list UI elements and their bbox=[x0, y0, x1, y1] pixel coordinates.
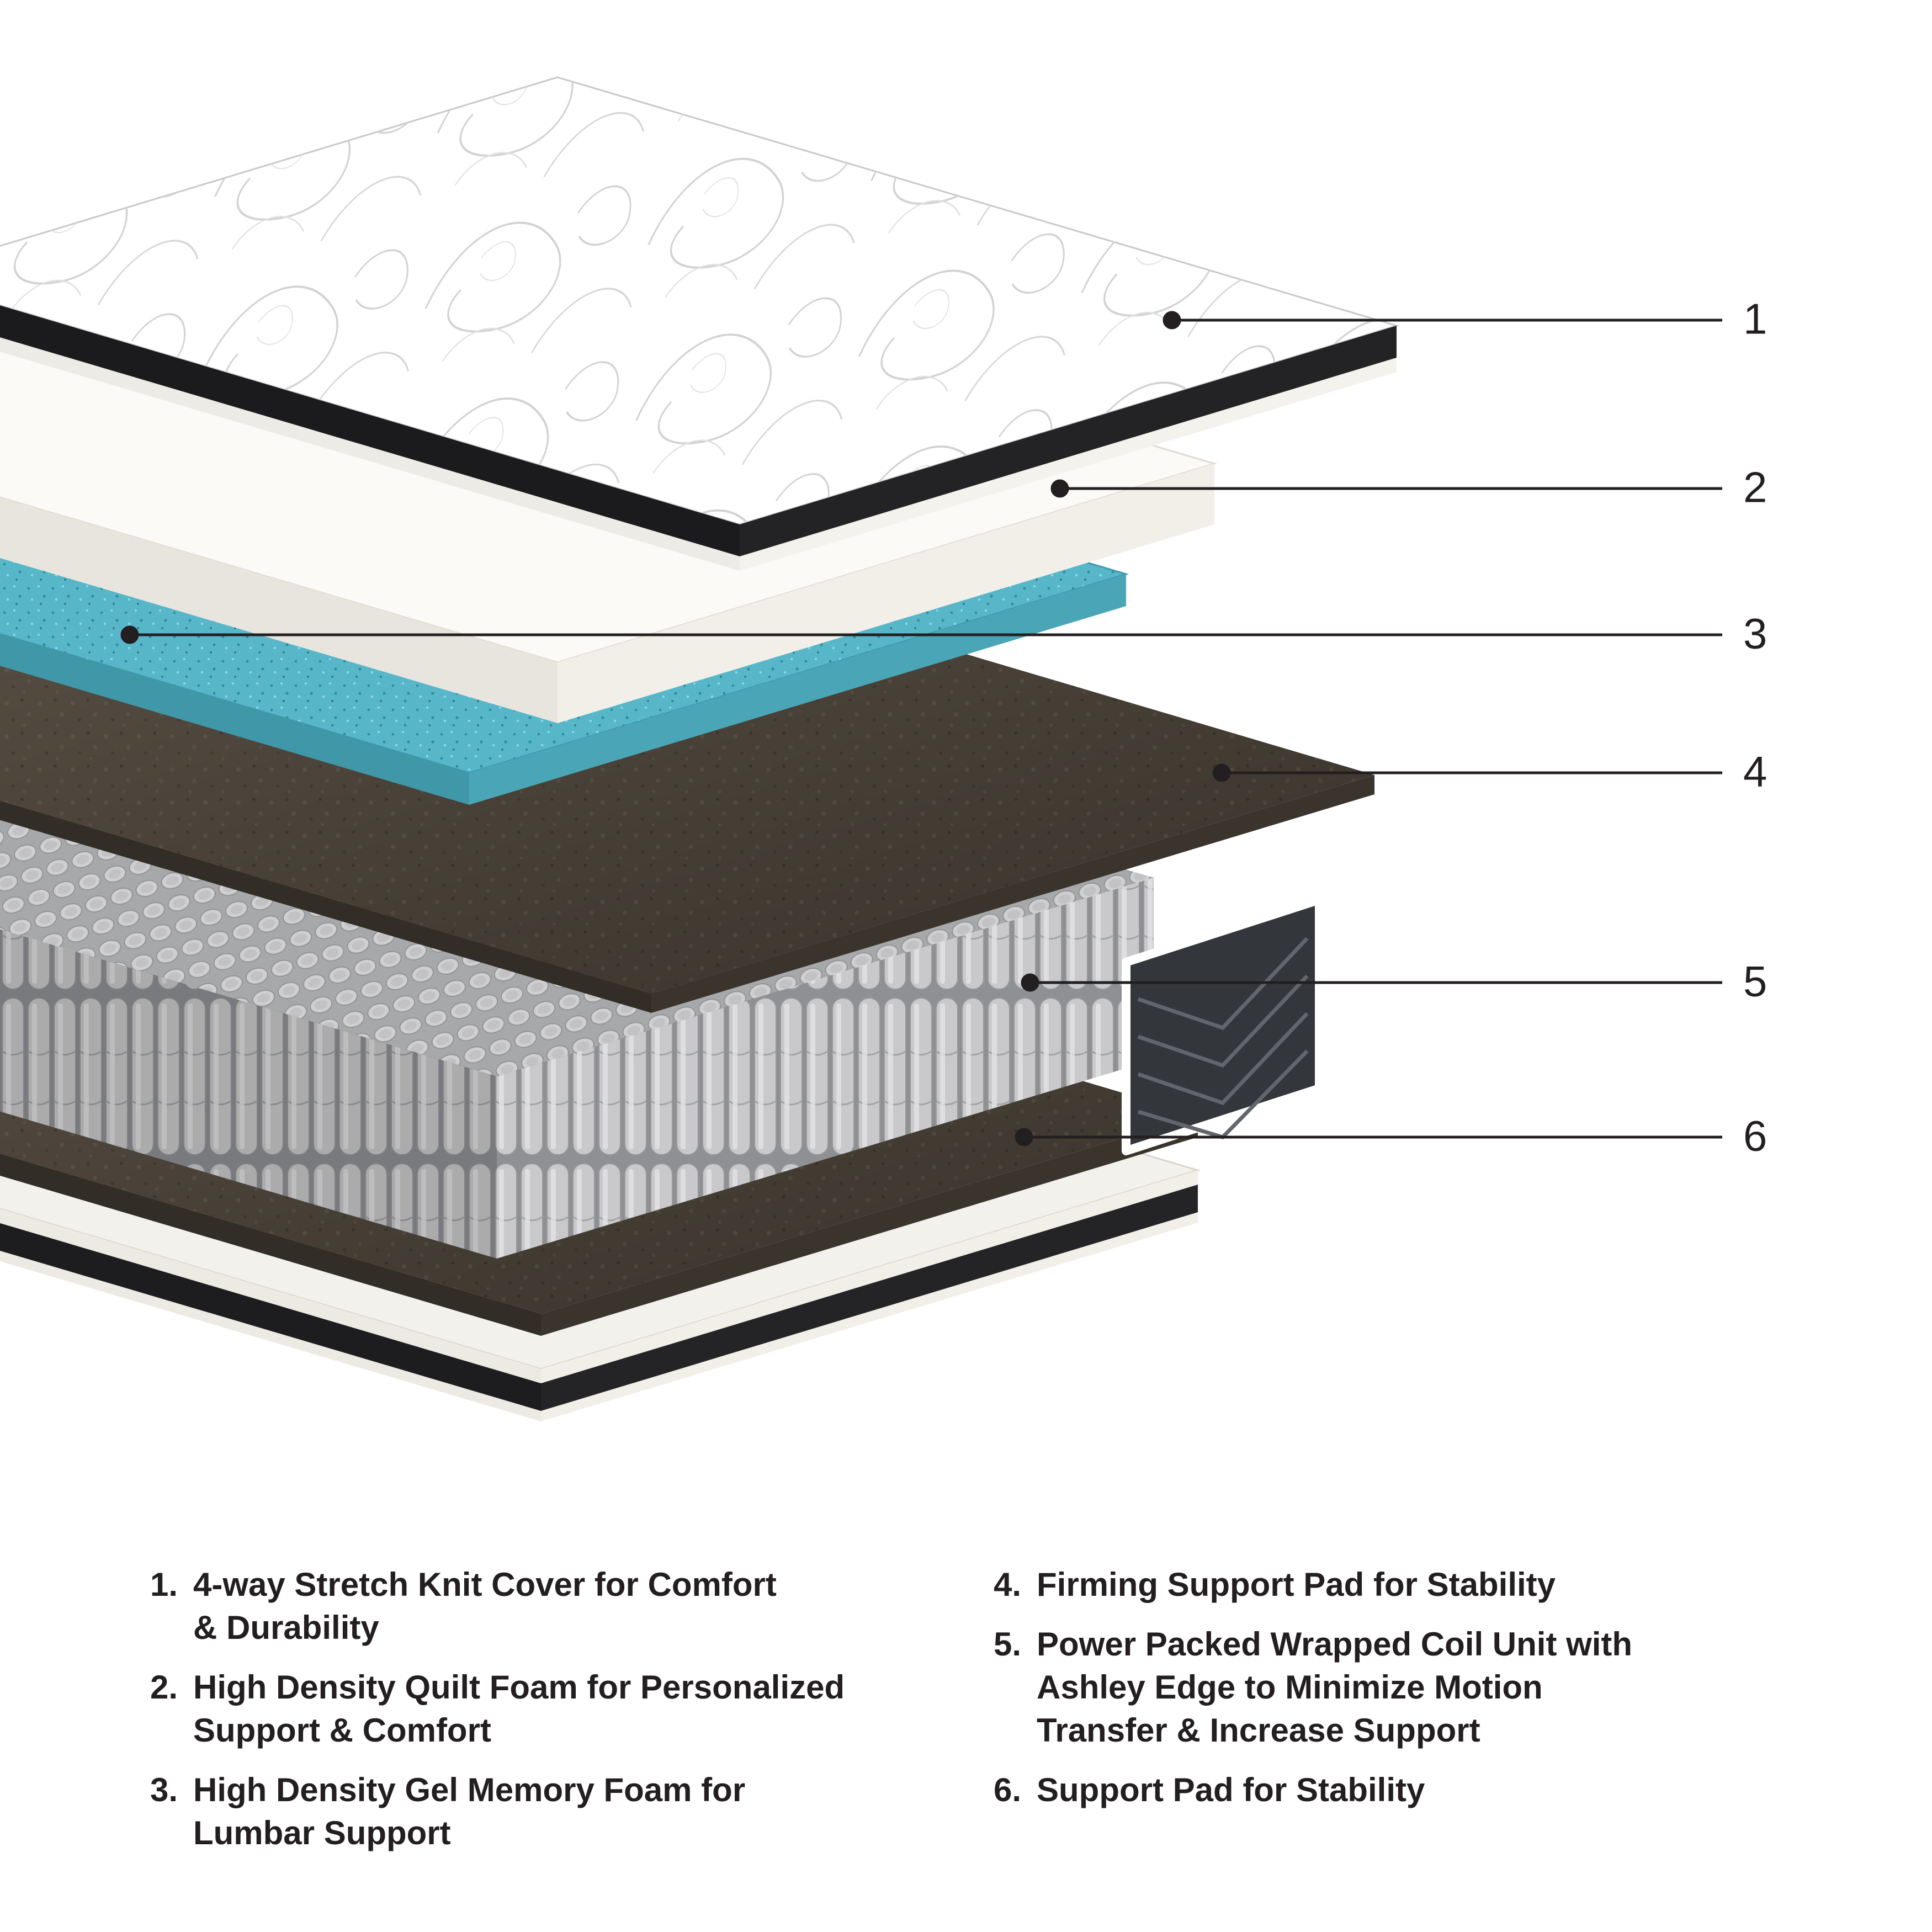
legend-item-text: Support Pad for Stability bbox=[1037, 1771, 1425, 1808]
layer-1-stretch-knit-cover bbox=[0, 76, 1400, 571]
legend-item-number: 1. bbox=[150, 1566, 178, 1603]
legend-item-text: Firming Support Pad for Stability bbox=[1037, 1566, 1556, 1603]
callout-number-6: 6 bbox=[1743, 1111, 1769, 1160]
legend-item-5: 5. Power Packed Wrapped Coil Unit with A… bbox=[994, 1623, 1866, 1752]
edge-support-wedge bbox=[1122, 895, 1324, 1155]
legend-item-text: High Density Quilt Foam for Personalized… bbox=[193, 1669, 845, 1749]
legend-item-text: 4-way Stretch Knit Cover for Comfort & D… bbox=[193, 1566, 777, 1646]
legend-item-4: 4. Firming Support Pad for Stability bbox=[994, 1563, 1866, 1606]
callout-dot-2 bbox=[1050, 479, 1069, 498]
legend-item-3: 3. High Density Gel Memory Foam for Lumb… bbox=[150, 1769, 989, 1855]
callout-dot-1 bbox=[1163, 311, 1181, 330]
legend-item-number: 2. bbox=[150, 1669, 178, 1706]
legend-item-1: 1. 4-way Stretch Knit Cover for Comfort … bbox=[150, 1563, 989, 1649]
callout-dot-4 bbox=[1212, 763, 1231, 782]
legend-item-number: 3. bbox=[150, 1771, 178, 1808]
legend-item-text: Power Packed Wrapped Coil Unit with Ashl… bbox=[1037, 1626, 1633, 1749]
callout-number-3: 3 bbox=[1743, 609, 1769, 658]
legend-item-2: 2. High Density Quilt Foam for Personali… bbox=[150, 1666, 989, 1752]
callout-number-5: 5 bbox=[1743, 957, 1769, 1006]
legend-item-number: 6. bbox=[994, 1771, 1022, 1808]
callout-dot-3 bbox=[120, 625, 139, 644]
legend-item-number: 5. bbox=[994, 1626, 1022, 1663]
legend-item-text: High Density Gel Memory Foam for Lumbar … bbox=[193, 1771, 746, 1851]
legend-column-right: 4. Firming Support Pad for Stability 5. … bbox=[994, 1563, 1866, 1828]
callout-lines bbox=[120, 311, 1722, 1147]
callout-number-1: 1 bbox=[1743, 294, 1769, 343]
callout-number-4: 4 bbox=[1743, 747, 1769, 796]
callout-dot-6 bbox=[1015, 1128, 1033, 1147]
callout-number-2: 2 bbox=[1743, 463, 1769, 512]
legend-column-left: 1. 4-way Stretch Knit Cover for Comfort … bbox=[150, 1563, 989, 1871]
callout-dot-5 bbox=[1021, 973, 1039, 992]
legend-item-6: 6. Support Pad for Stability bbox=[994, 1769, 1866, 1812]
legend-item-number: 4. bbox=[994, 1566, 1022, 1603]
